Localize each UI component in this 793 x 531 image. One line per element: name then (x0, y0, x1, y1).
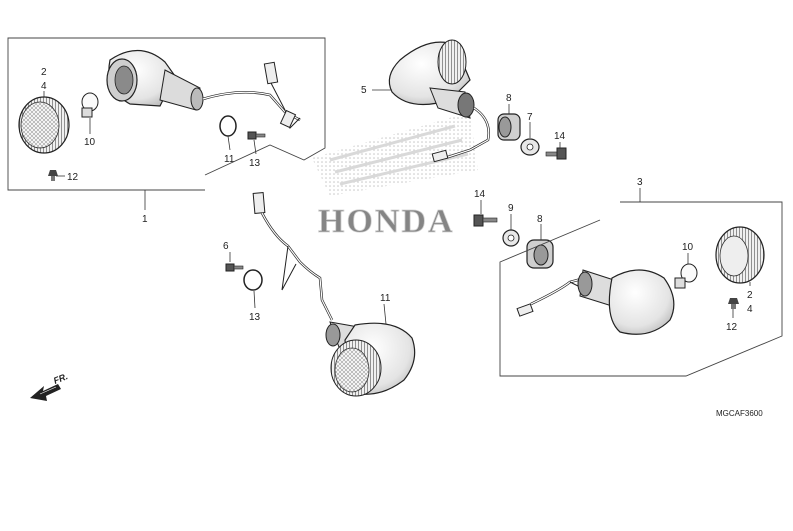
turn-signal-housing-left-lower (252, 192, 416, 397)
grommet-center-upper (497, 113, 521, 141)
screw-left-upper (247, 131, 266, 140)
watermark-text: HONDA (318, 203, 455, 240)
turn-signal-housing-left-upper (106, 49, 301, 129)
honda-watermark-logo: HONDA (312, 112, 478, 240)
bolt-center-upper (545, 147, 567, 160)
callout-12-left: 12 (67, 172, 79, 183)
callout-13-upper: 13 (249, 158, 261, 169)
front-direction-label: FR. (52, 371, 69, 386)
callout-4-left: 4 (41, 81, 47, 92)
callout-13-lower: 6 (223, 241, 229, 252)
bulb-right (674, 263, 698, 289)
screw-right-lens (728, 298, 739, 309)
callout-14-lower: 14 (474, 189, 486, 200)
callout-1: 1 (142, 214, 148, 225)
screw-left-lens (48, 170, 58, 181)
bulb-left-upper (81, 92, 99, 118)
washer-center-lower (502, 229, 520, 247)
front-direction-arrow-icon (30, 384, 61, 401)
callout-2-right: 2 (747, 290, 753, 301)
callout-10-left: 10 (84, 137, 96, 148)
callout-6: 3 (637, 177, 643, 188)
lens-right (715, 226, 765, 284)
diagram-code: MGCAF3600 (716, 409, 763, 418)
callout-8-lower: 8 (537, 214, 543, 225)
callout-11-upper: 11 (224, 154, 235, 165)
callout-5: 5 (361, 85, 367, 96)
callout-8-upper: 8 (506, 93, 512, 104)
grommet-ring-left-lower (243, 269, 263, 291)
callout-3: 11 (380, 293, 391, 304)
callout-4-right: 4 (747, 304, 753, 315)
grommet-ring-left-upper (219, 115, 237, 137)
turn-signal-housing-center-top (388, 39, 490, 163)
grommet-center-lower (526, 239, 554, 269)
assembly-frame-right (499, 201, 783, 377)
callout-7: 7 (527, 112, 533, 123)
lens-left-upper (18, 96, 70, 154)
bolt-center-lower (473, 214, 498, 227)
screw-left-lower (225, 263, 244, 272)
callout-14-upper: 14 (554, 131, 566, 142)
washer-center-upper (520, 138, 540, 156)
callout-9: 9 (508, 203, 514, 214)
callout-12-right: 12 (726, 322, 738, 333)
callout-10-right: 10 (682, 242, 694, 253)
callout-11-lower: 13 (249, 312, 261, 323)
callout-2-left: 2 (41, 67, 47, 78)
assembly-frame-left (7, 37, 326, 191)
turn-signal-housing-right (516, 269, 675, 335)
